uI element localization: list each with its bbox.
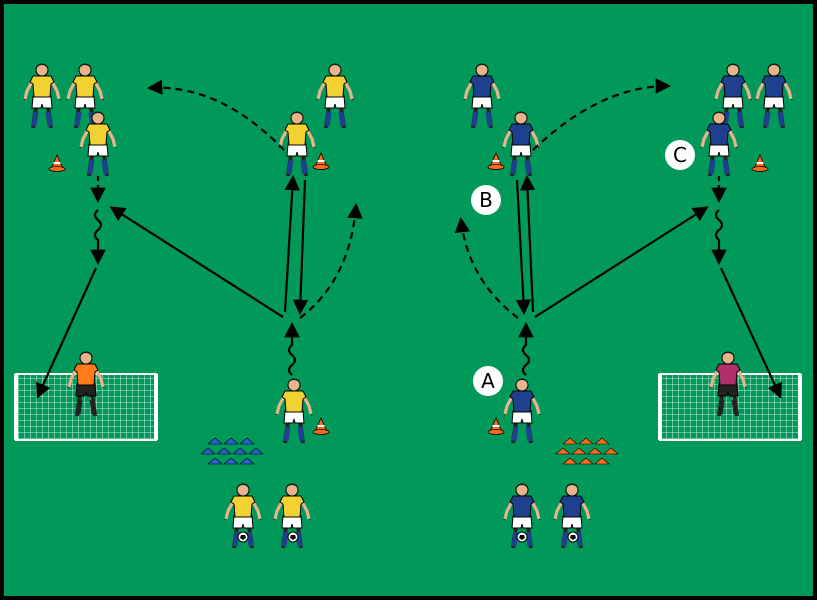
marker-B: B (471, 185, 501, 215)
ball-icon (567, 531, 579, 543)
arrows-left (36, 79, 363, 399)
svg-text:C: C (673, 143, 687, 167)
pitch-surface (4, 4, 813, 596)
svg-text:B: B (479, 188, 493, 212)
ball-icon (237, 531, 249, 543)
ball-icon (516, 531, 528, 543)
arrows-right (454, 78, 782, 399)
svg-text:A: A (481, 369, 495, 393)
marker-A: A (473, 366, 503, 396)
ball-icon (287, 531, 299, 543)
marker-C: C (665, 140, 695, 170)
